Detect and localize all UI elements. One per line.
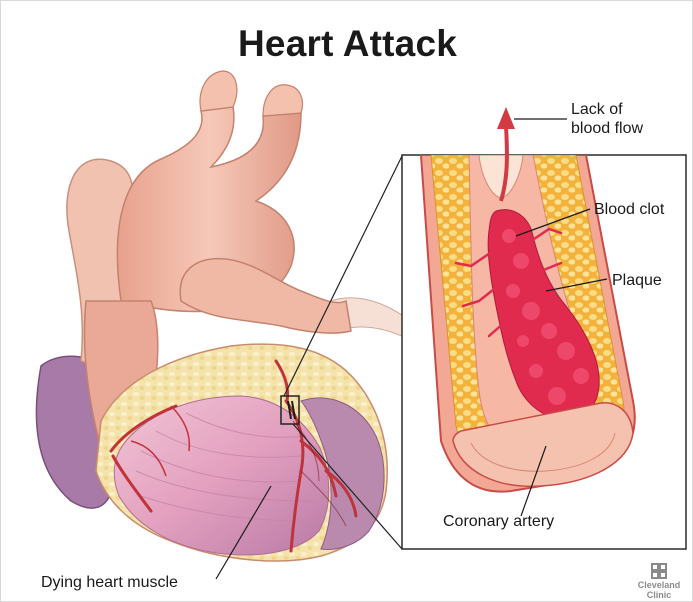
label-blood-clot: Blood clot [594, 200, 664, 219]
heart-drawing [36, 71, 421, 561]
brand-line2: Clinic [629, 590, 689, 600]
cleveland-clinic-logo: Cleveland Clinic [629, 563, 689, 600]
label-plaque: Plaque [612, 271, 662, 290]
cleveland-clinic-logo-icon [651, 563, 667, 579]
brand-line1: Cleveland [629, 580, 689, 590]
label-lack-of-blood-flow: Lack of blood flow [571, 100, 643, 138]
page-title: Heart Attack [1, 23, 693, 65]
label-lack-of-blood-flow-line1: Lack of [571, 100, 643, 119]
label-lack-of-blood-flow-line2: blood flow [571, 119, 643, 138]
label-dying-heart-muscle: Dying heart muscle [41, 573, 178, 592]
label-coronary-artery: Coronary artery [443, 512, 554, 531]
